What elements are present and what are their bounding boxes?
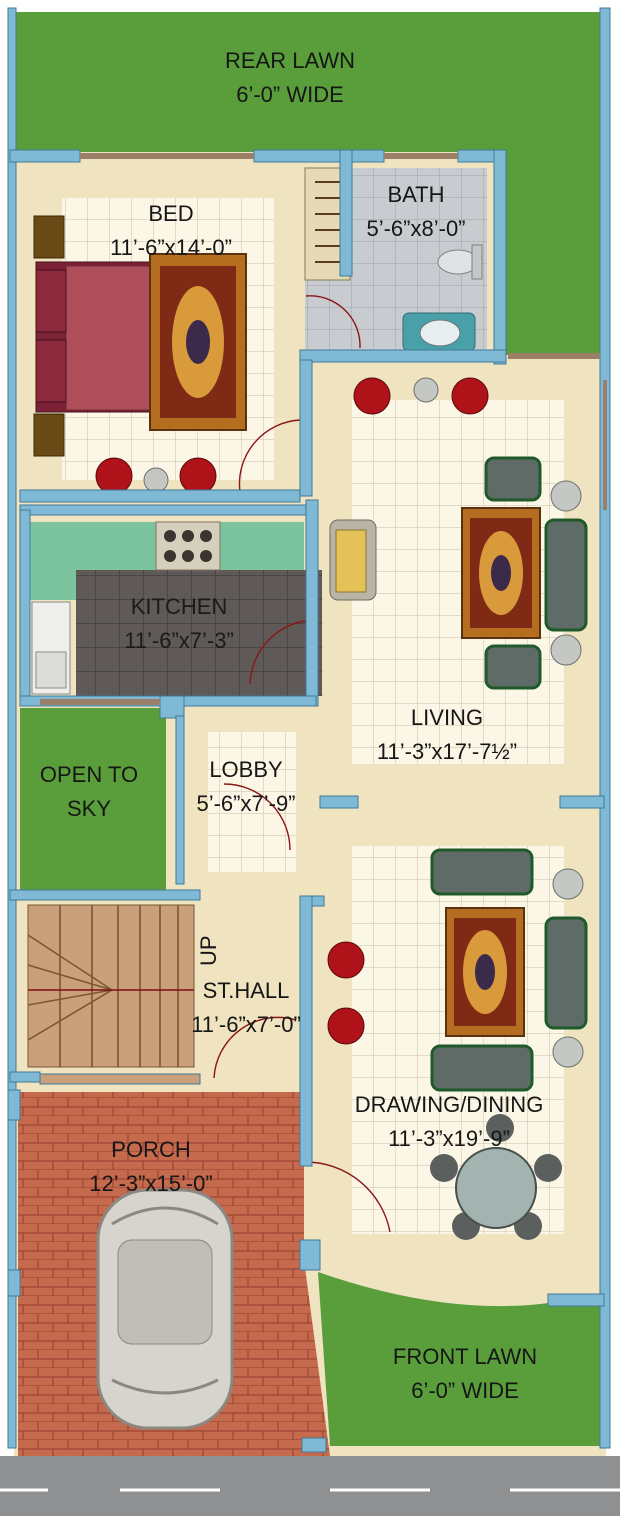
bedside-table-top	[33, 215, 65, 259]
sink-icon	[31, 601, 71, 695]
car-icon	[96, 1188, 234, 1430]
staircase	[27, 904, 195, 1068]
lobby-label: LOBBY 5’-6”x7’-9”	[186, 753, 306, 821]
front-lawn-name: FRONT LAWN	[392, 1344, 538, 1369]
stove-icon	[155, 521, 221, 571]
drawing-chairs	[327, 941, 365, 1045]
rear-lawn-label: REAR LAWN 6’-0” WIDE	[190, 44, 390, 112]
open-to-sky-name: OPEN TO	[39, 762, 139, 787]
living-size: 11’-3”x17’-7½”	[376, 739, 518, 764]
living-side-tables	[413, 377, 582, 666]
bedside-table-bottom	[33, 413, 65, 457]
kitchen-tile-floor	[76, 570, 322, 696]
open-to-sky-size: SKY	[66, 796, 112, 821]
stair-hall-name: ST.HALL	[202, 978, 290, 1003]
bed-chairs	[95, 457, 217, 495]
lobby-size: 5’-6”x7’-9”	[196, 791, 296, 816]
rear-lawn-size: 6’-0” WIDE	[236, 82, 344, 107]
bath-size: 5’-6”x8’-0”	[366, 216, 466, 241]
lobby-name: LOBBY	[209, 757, 283, 782]
bed-label: BED 11’-6”x14’-0”	[96, 197, 246, 265]
living-label: LIVING 11’-3”x17’-7½”	[364, 701, 530, 769]
windows	[40, 153, 607, 705]
drawing-rug	[445, 907, 525, 1037]
porch-name: PORCH	[111, 1137, 191, 1162]
kitchen-label: KITCHEN 11’-6”x7’-3”	[104, 590, 254, 658]
toilet-icon	[437, 244, 483, 280]
drawing-sofa-set	[430, 848, 588, 1092]
road	[0, 1456, 620, 1516]
drawing-dining-label: DRAWING/DINING 11’-3”x19’-9”	[344, 1088, 554, 1156]
kitchen-size: 11’-6”x7’-3”	[124, 628, 234, 653]
living-rug	[461, 507, 541, 639]
bed-size: 11’-6”x14’-0”	[110, 235, 232, 260]
washbasin-icon	[402, 312, 476, 352]
porch-brick-slope	[304, 1092, 330, 1456]
open-to-sky-label: OPEN TO SKY	[26, 758, 152, 826]
bath-name: BATH	[387, 182, 445, 207]
kitchen-counter-side	[30, 522, 76, 600]
dining-table-icon	[430, 1114, 562, 1240]
living-sofa-set	[484, 456, 588, 690]
living-name: LIVING	[410, 705, 484, 730]
porch-label: PORCH 12’-3”x15’-0”	[76, 1133, 226, 1201]
front-lawn-label: FRONT LAWN 6’-0” WIDE	[370, 1340, 560, 1408]
bath-label: BATH 5’-6”x8’-0”	[356, 178, 476, 246]
bed-side-table-round	[143, 467, 169, 493]
open-to-sky	[20, 708, 166, 892]
wall-sink-icon	[329, 519, 377, 601]
bed-name: BED	[148, 201, 194, 226]
rear-lawn	[14, 12, 606, 152]
stair-hall-size: 11’-6”x7’-0”	[191, 1012, 301, 1037]
porch-size: 12’-3”x15’-0”	[89, 1171, 213, 1196]
drawing-dining-name: DRAWING/DINING	[354, 1092, 544, 1117]
kitchen-name: KITCHEN	[130, 594, 228, 619]
bed-rug	[149, 253, 247, 431]
door-swings	[213, 295, 391, 1233]
rear-lawn-name: REAR LAWN	[225, 48, 355, 73]
stair-up-label: UP	[196, 935, 221, 966]
front-lawn-size: 6’-0” WIDE	[411, 1378, 519, 1403]
rear-lawn-side	[500, 150, 602, 355]
living-chairs	[353, 377, 489, 415]
stair-hall-label: ST.HALL 11’-6”x7’-0”	[186, 974, 306, 1042]
lobby-tiles	[208, 732, 296, 872]
drawing-side-tables	[552, 868, 584, 1068]
front-lawn	[318, 1272, 600, 1446]
drawing-dining-size: 11’-3”x19’-9”	[388, 1126, 510, 1151]
